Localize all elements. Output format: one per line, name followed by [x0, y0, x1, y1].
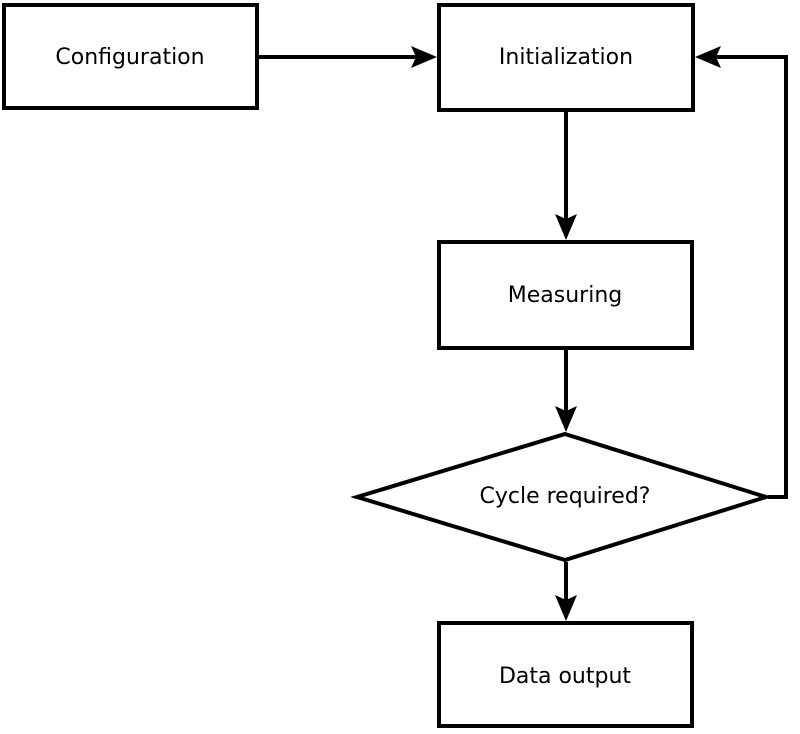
edge-cycle-required-to-data-output	[555, 562, 577, 621]
node-cycle-required[interactable]: Cycle required?	[350, 431, 773, 563]
initialization-box[interactable]	[437, 3, 695, 112]
cycle-required-diamond[interactable]	[350, 431, 773, 563]
arrow-head-into-initialization-right	[695, 46, 721, 68]
data-output-box[interactable]	[437, 621, 694, 728]
configuration-box[interactable]	[2, 3, 259, 110]
edge-measuring-to-cycle-required	[555, 350, 577, 432]
arrow-head-into-cycle-required-top	[555, 406, 577, 432]
arrow-head-into-measuring-top	[555, 214, 577, 240]
arrow-head-into-initialization-left	[411, 46, 437, 68]
edge-line-feedback-loop	[709, 55, 788, 499]
arrow-head-into-data-output-top	[555, 595, 577, 621]
node-initialization[interactable]: Initialization	[437, 3, 695, 112]
node-measuring[interactable]: Measuring	[437, 240, 694, 350]
node-configuration[interactable]: Configuration	[2, 3, 259, 110]
edge-cycle-required-to-initialization-loop	[695, 46, 788, 499]
edge-initialization-to-measuring	[555, 112, 577, 240]
node-data-output[interactable]: Data output	[437, 621, 694, 728]
edge-configuration-to-initialization	[259, 46, 437, 68]
measuring-box[interactable]	[437, 240, 694, 350]
